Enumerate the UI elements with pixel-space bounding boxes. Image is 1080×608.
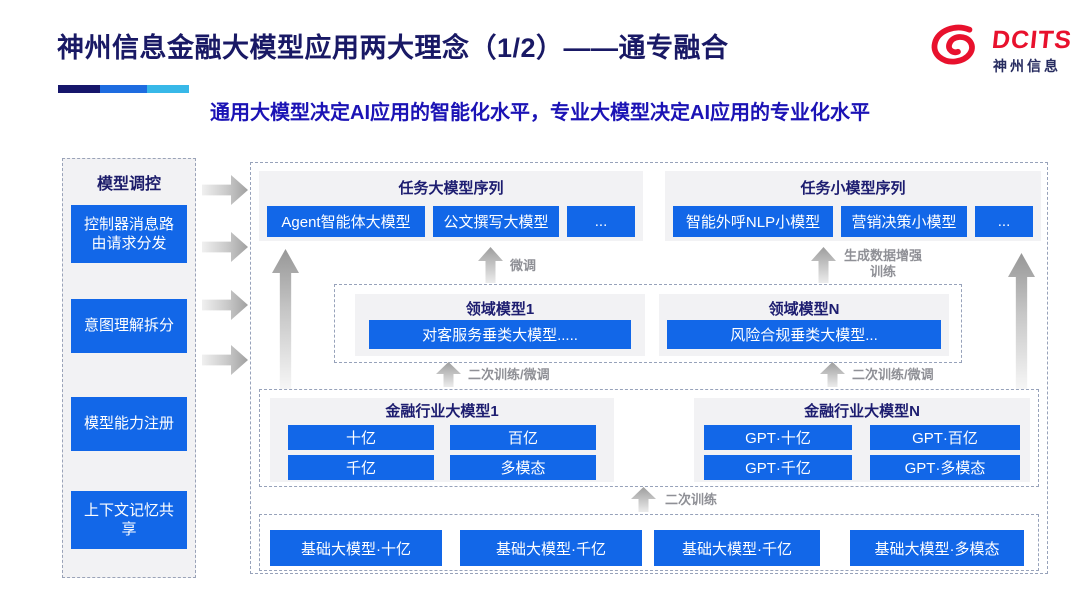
up-arrow-secondary-training-icon xyxy=(631,487,656,512)
model-box-more: ... xyxy=(975,206,1033,237)
model-size-box: 多模态 xyxy=(450,455,596,480)
model-box: 公文撰写大模型 xyxy=(433,206,559,237)
finetune-label: 微调 xyxy=(510,258,537,273)
dcits-logo: DCITS 神州信息 xyxy=(928,18,1074,80)
model-box: Agent智能体大模型 xyxy=(267,206,425,237)
slide-subtitle: 通用大模型决定AI应用的智能化水平，专业大模型决定AI应用的专业化水平 xyxy=(210,102,870,124)
sidebar-item-context: 上下文记忆共享 xyxy=(71,491,187,549)
model-size-box: GPT·百亿 xyxy=(870,425,1020,450)
sidebar-item-label: 控制器消息路由请求分发 xyxy=(83,215,174,253)
domain-model-box: 风险合规垂类大模型... xyxy=(667,320,941,349)
panel-title: 领域模型N xyxy=(768,301,840,318)
model-architecture-container: 任务大模型序列 Agent智能体大模型 公文撰写大模型 ... 任务小模型序列 … xyxy=(250,162,1048,574)
underline-segment-blue xyxy=(100,85,147,93)
model-size-box: 百亿 xyxy=(450,425,596,450)
sidebar-item-intent: 意图理解拆分 xyxy=(71,299,187,353)
model-box-more: ... xyxy=(567,206,635,237)
model-size-box: GPT·多模态 xyxy=(870,455,1020,480)
model-box: 智能外呼NLP小模型 xyxy=(673,206,833,237)
base-model-box: 基础大模型·千亿 xyxy=(654,530,820,566)
panel-title: 任务大模型序列 xyxy=(398,180,504,197)
industry-panel-1: 金融行业大模型1 十亿 百亿 千亿 多模态 xyxy=(270,398,614,482)
page-title: 神州信息金融大模型应用两大理念（1/2）——通专融合 xyxy=(57,33,729,63)
flow-arrow-right-icon xyxy=(202,345,248,375)
panel-title: 任务小模型序列 xyxy=(800,180,906,197)
domain-models-container: 领域模型1 对客服务垂类大模型..... 领域模型N 风险合规垂类大模型... xyxy=(334,284,962,363)
flow-arrow-right-icon xyxy=(202,290,248,320)
model-size-box: GPT·千亿 xyxy=(704,455,852,480)
model-box: 营销决策小模型 xyxy=(841,206,967,237)
task-large-model-panel: 任务大模型序列 Agent智能体大模型 公文撰写大模型 ... xyxy=(259,171,643,241)
panel-title: 金融行业大模型N xyxy=(804,403,920,420)
secondary-finetune-label-left: 二次训练/微调 xyxy=(468,367,550,382)
domain-model-box: 对客服务垂类大模型..... xyxy=(369,320,631,349)
base-model-box: 基础大模型·千亿 xyxy=(460,530,642,566)
up-arrow-secondary-finetune-right-icon xyxy=(820,362,845,387)
up-arrow-tall-right-icon xyxy=(1008,253,1035,389)
industry-panel-n: 金融行业大模型N GPT·十亿 GPT·百亿 GPT·千亿 GPT·多模态 xyxy=(694,398,1030,482)
sidebar-item-label: 意图理解拆分 xyxy=(83,317,174,335)
up-arrow-tall-left-icon xyxy=(272,249,299,389)
base-models-container: 基础大模型·十亿 基础大模型·千亿 基础大模型·千亿 基础大模型·多模态 xyxy=(259,514,1039,571)
sidebar-title: 模型调控 xyxy=(96,176,161,193)
gendata-training-label: 生成数据增强训练 xyxy=(843,248,922,279)
domain-panel-1: 领域模型1 对客服务垂类大模型..... xyxy=(355,294,645,356)
dcits-swirl-icon xyxy=(931,24,975,65)
sidebar-item-label: 模型能力注册 xyxy=(83,415,174,433)
industry-models-container: 金融行业大模型1 十亿 百亿 千亿 多模态 金融行业大模型N GPT·十亿 GP… xyxy=(259,389,1039,487)
underline-segment-cyan xyxy=(147,85,189,93)
domain-panel-n: 领域模型N 风险合规垂类大模型... xyxy=(659,294,949,356)
panel-title: 金融行业大模型1 xyxy=(385,403,499,420)
panel-title: 领域模型1 xyxy=(465,301,535,318)
sidebar-model-control: 模型调控 控制器消息路由请求分发 意图理解拆分 模型能力注册 上下文记忆共享 xyxy=(62,158,196,578)
up-arrow-secondary-finetune-left-icon xyxy=(436,362,461,387)
base-model-box: 基础大模型·十亿 xyxy=(270,530,442,566)
logo-brand-cn-text: 神州信息 xyxy=(993,58,1061,74)
logo-brand-text: DCITS xyxy=(990,26,1074,54)
sidebar-item-router: 控制器消息路由请求分发 xyxy=(71,205,187,263)
title-underline xyxy=(58,85,189,93)
flow-arrow-right-icon xyxy=(202,175,248,205)
up-arrow-finetune-icon xyxy=(478,247,503,283)
model-size-box: GPT·十亿 xyxy=(704,425,852,450)
task-small-model-panel: 任务小模型序列 智能外呼NLP小模型 营销决策小模型 ... xyxy=(665,171,1041,241)
flow-arrow-right-icon xyxy=(202,232,248,262)
secondary-finetune-label-right: 二次训练/微调 xyxy=(852,367,934,382)
sidebar-item-label: 上下文记忆共享 xyxy=(83,501,174,539)
up-arrow-gendata-icon xyxy=(811,247,836,283)
base-model-box: 基础大模型·多模态 xyxy=(850,530,1024,566)
model-size-box: 十亿 xyxy=(288,425,434,450)
sidebar-item-register: 模型能力注册 xyxy=(71,397,187,451)
model-size-box: 千亿 xyxy=(288,455,434,480)
underline-segment-navy xyxy=(58,85,100,93)
secondary-training-label: 二次训练 xyxy=(665,492,718,507)
